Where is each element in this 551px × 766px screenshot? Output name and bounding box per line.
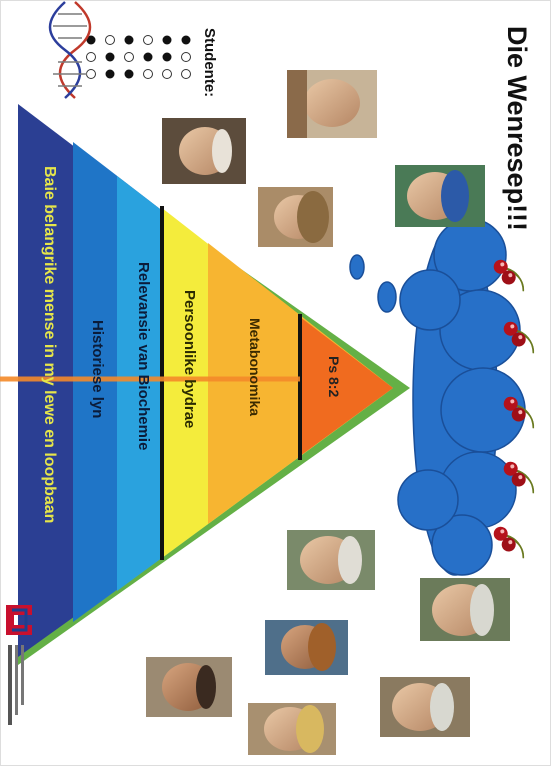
cloud-icon xyxy=(349,218,526,576)
tier-label-metabonomika: Metabonomika xyxy=(247,318,263,417)
tier-label-baie-belangrike-mense: Baie belangrike mense in my lewe en loop… xyxy=(41,166,58,524)
photo xyxy=(265,620,348,675)
photo xyxy=(380,677,470,737)
photo xyxy=(146,657,232,717)
photo xyxy=(248,703,336,755)
photo xyxy=(287,530,375,590)
student-dots xyxy=(86,35,191,79)
photo xyxy=(420,578,510,641)
university-logo-icon xyxy=(6,605,32,725)
tier-label-relevansie: Relevansie van Biochemie xyxy=(135,262,152,451)
photo xyxy=(395,165,485,227)
photo xyxy=(287,70,377,138)
students-label: Studente: xyxy=(201,28,218,98)
photo xyxy=(162,118,246,184)
dna-helix-icon xyxy=(48,1,92,99)
slide-title: Die Wenresep!!! xyxy=(502,26,532,232)
tier-label-historiese-lyn: Historiese lyn xyxy=(89,320,106,419)
photo xyxy=(258,187,333,247)
pyramid-apex xyxy=(300,317,393,456)
apex-label: Ps 8:2 xyxy=(326,356,342,398)
tier-label-persoonlike-bydrae: Persoonlike bydrae xyxy=(181,290,198,429)
photos xyxy=(146,70,510,755)
pyramid xyxy=(0,104,410,665)
